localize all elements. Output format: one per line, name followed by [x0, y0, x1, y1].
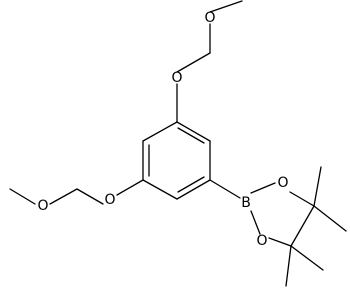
- oxygen-atom-label: O: [256, 233, 267, 249]
- ring-double-bond: [177, 127, 205, 144]
- ring-double-bond: [177, 176, 205, 193]
- oxygen-atom-label: O: [104, 192, 115, 208]
- oxygen-atom-label: O: [171, 70, 182, 86]
- ring-bond: [142, 121, 178, 142]
- bond: [49, 188, 78, 205]
- methyl-bond: [285, 245, 292, 287]
- methyl-bond: [290, 245, 324, 271]
- ring-bond: [142, 179, 178, 200]
- bond: [209, 0, 243, 13]
- bond: [76, 188, 104, 205]
- bond: [9, 188, 36, 205]
- benzene-ring: [142, 121, 211, 200]
- oxygen-atom-label: O: [204, 10, 215, 26]
- bond: [250, 182, 276, 194]
- bond: [289, 191, 315, 207]
- left-mom-group: [9, 179, 144, 205]
- bond: [209, 179, 241, 199]
- top-mom-group: [176, 0, 243, 123]
- bond: [290, 205, 315, 247]
- methyl-bond: [313, 166, 322, 207]
- ring-bond: [176, 179, 211, 200]
- bond: [268, 237, 292, 247]
- oxygen-atom-label: O: [277, 175, 288, 191]
- methyl-bond: [313, 205, 347, 232]
- oxygen-atom-label: O: [37, 198, 48, 214]
- bond: [176, 52, 211, 73]
- pinacol-boronate-group: [209, 166, 347, 287]
- bond: [116, 179, 144, 196]
- bond: [250, 210, 261, 235]
- ring-bond: [176, 121, 211, 142]
- boron-atom-label: B: [241, 195, 251, 211]
